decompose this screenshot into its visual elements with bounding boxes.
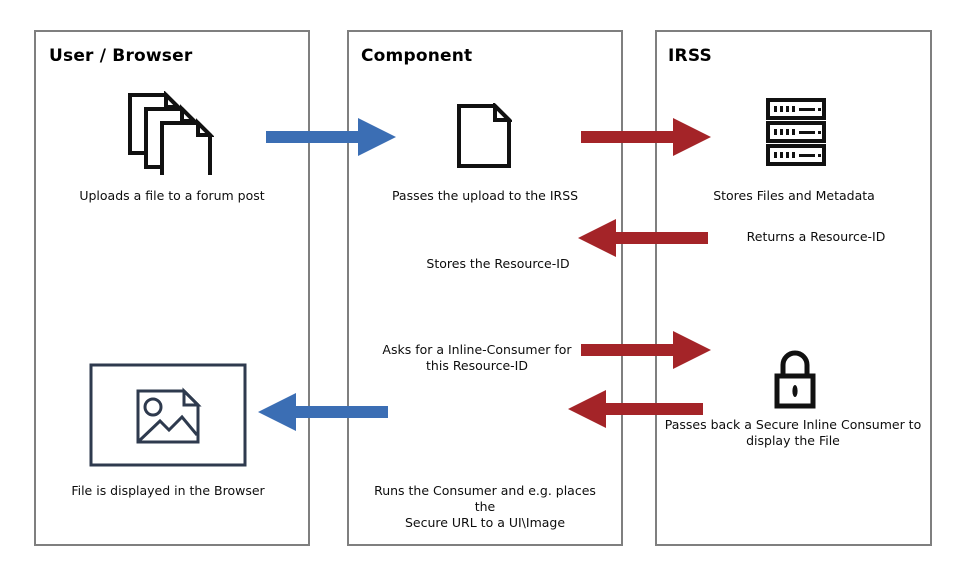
arrow-return-consumer xyxy=(568,390,703,432)
arrow-display xyxy=(258,393,388,435)
lane-title-component: Component xyxy=(361,46,473,66)
caption-stores-resource-id: Stores the Resource-ID xyxy=(426,256,570,271)
lane-title-irss: IRSS xyxy=(668,46,712,66)
caption-stores-files: Stores Files and Metadata xyxy=(713,188,875,203)
caption-file-displayed: File is displayed in the Browser xyxy=(71,483,265,498)
lane-title-user-browser: User / Browser xyxy=(49,46,193,66)
arrow-upload xyxy=(266,118,396,160)
caption-uploads-file: Uploads a file to a forum post xyxy=(79,188,265,203)
image-placeholder-icon xyxy=(89,363,247,467)
document-icon xyxy=(456,103,512,169)
caption-returns-resource-id: Returns a Resource-ID xyxy=(746,229,886,244)
arrow-return-id xyxy=(578,219,708,261)
caption-passes-upload: Passes the upload to the IRSS xyxy=(391,188,579,203)
caption-asks-inline-consumer: Asks for a Inline-Consumer for this Reso… xyxy=(382,342,572,373)
arrow-ask-consumer xyxy=(581,331,711,373)
caption-runs-consumer: Runs the Consumer and e.g. places the Se… xyxy=(374,483,596,530)
lock-icon xyxy=(770,348,820,410)
server-rack-icon xyxy=(766,98,826,166)
arrow-store xyxy=(581,118,711,160)
caption-passes-back-consumer: Passes back a Secure Inline Consumer to … xyxy=(664,417,922,448)
stacked-documents-icon xyxy=(126,91,214,175)
